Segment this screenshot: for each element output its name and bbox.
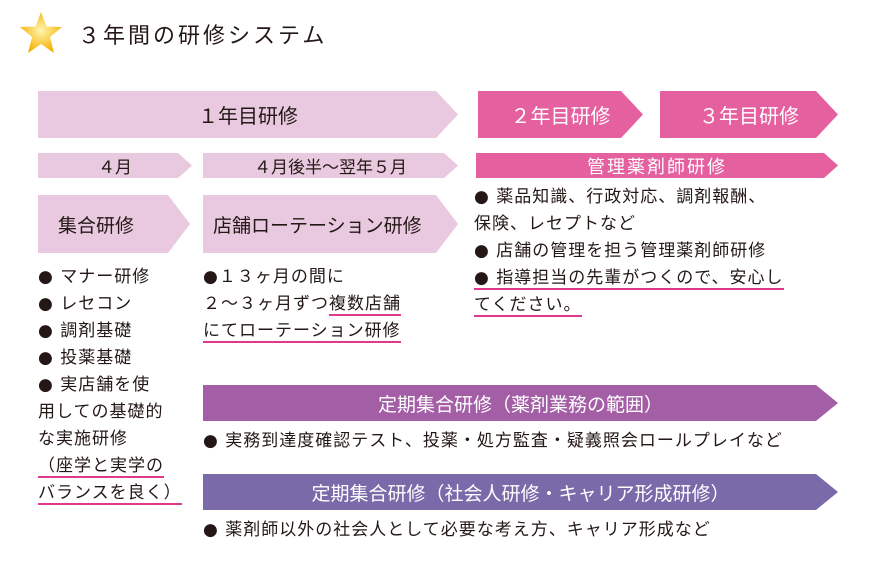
year3-banner: ３年目研修 <box>660 91 838 138</box>
manager-banner: 管理薬剤師研修 <box>476 153 838 178</box>
rotation-training-banner: 店舗ローテーション研修 <box>203 195 458 253</box>
page-title: ３年間の研修システム <box>78 24 328 49</box>
regular-training-career-desc: ● 薬剤師以外の社会人として必要な考え方、キャリア形成など <box>203 520 711 540</box>
group-training-list: ● マナー研修● レセコン● 調剤基礎● 投薬基礎● 実店舗を使用しての基礎的な… <box>38 267 182 505</box>
year2-banner: ２年目研修 <box>478 91 643 138</box>
regular-training-career-banner: 定期集合研修（社会人研修・キャリア形成研修） <box>203 474 838 510</box>
year1-banner: １年目研修 <box>38 91 458 138</box>
regular-training-pharma-banner: 定期集合研修（薬剤業務の範囲） <box>203 385 838 421</box>
group-training-banner: 集合研修 <box>38 195 190 253</box>
rotation-training-list: ●１３ヶ月の間に ２〜３ヶ月ずつ複数店舗 にてローテーション研修 <box>203 267 401 343</box>
regular-training-pharma-desc: ● 実務到達度確認テスト、投薬・処方監査・疑義照会ロールプレイなど <box>203 431 783 451</box>
star-icon <box>20 12 62 53</box>
period-april: ４月 <box>38 153 192 178</box>
period-rotation: ４月後半〜翌年５月 <box>203 153 458 178</box>
manager-training-list: ● 薬品知識、行政対応、調剤報酬、保険、レセプトなど● 店舗の管理を担う管理薬剤… <box>474 187 784 317</box>
